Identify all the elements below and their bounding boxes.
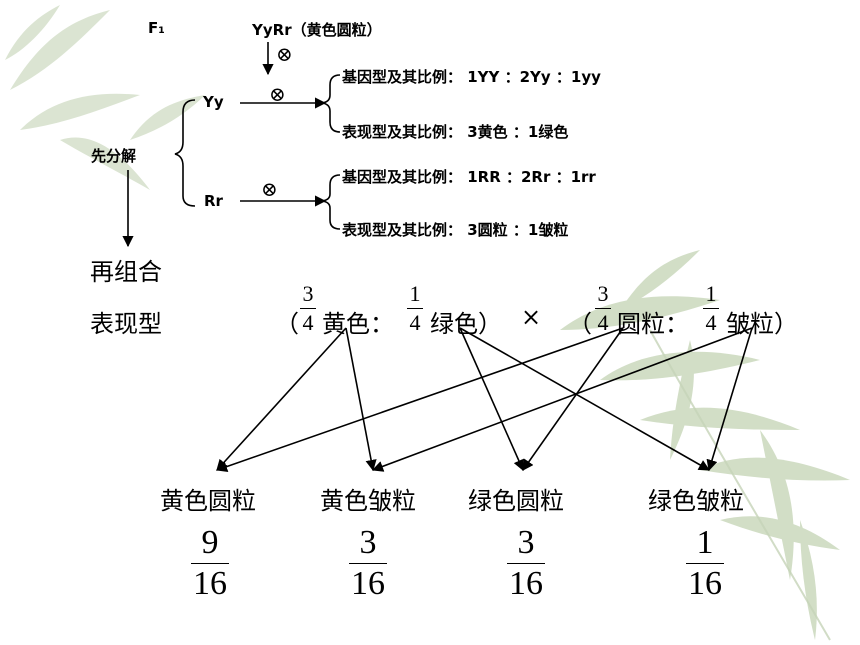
- times-sign: ×: [521, 303, 542, 331]
- yy-phenotype-ratio: 表现型及其比例： 3黄色 ：1绿色: [342, 123, 569, 141]
- result-fraction-yellow-round: 9 16: [191, 526, 229, 601]
- fraction-bar: [507, 563, 545, 564]
- rr-phenotype-ratio: 表现型及其比例： 3圆粒 ：1皱粒: [342, 221, 569, 239]
- fraction-denominator: 16: [193, 565, 227, 602]
- result-label-yellow-round: 黄色圆粒: [160, 487, 256, 515]
- fraction-denominator: 16: [351, 565, 385, 602]
- selfing-icon: ⊗: [269, 82, 286, 106]
- fraction-numerator: 9: [201, 524, 219, 561]
- green-text: 绿色）: [430, 310, 502, 338]
- fraction-denominator: 16: [509, 565, 543, 602]
- f1-genotype: YyRr（黄色圆粒）: [252, 21, 382, 39]
- fraction-numerator: 1: [705, 281, 717, 306]
- yellow-text: 黄色：: [322, 310, 394, 338]
- fraction-bar: [191, 563, 229, 564]
- rr-genotype-ratio: 基因型及其比例： 1RR ：2Rr ：1rr: [342, 168, 596, 186]
- f1-label: F₁: [148, 19, 165, 37]
- fraction-bar: [407, 308, 423, 309]
- fraction-denominator: 4: [597, 310, 609, 335]
- fraction-denominator: 4: [409, 310, 421, 335]
- fraction-numerator: 3: [359, 524, 377, 561]
- wrinkled-text: 皱粒）: [726, 310, 798, 338]
- fraction-denominator: 16: [688, 565, 722, 602]
- fraction-yellow: 3 4: [300, 283, 316, 334]
- fraction-bar: [703, 308, 719, 309]
- fraction-numerator: 3: [517, 524, 535, 561]
- fraction-numerator: 3: [302, 281, 314, 306]
- yy-label: Yy: [203, 93, 224, 111]
- yy-genotype-ratio: 基因型及其比例： 1YY ：2Yy ：1yy: [342, 68, 601, 86]
- fraction-round: 3 4: [595, 283, 611, 334]
- result-fraction-green-wrinkled: 1 16: [686, 526, 724, 601]
- fraction-bar: [300, 308, 316, 309]
- fraction-bar: [349, 563, 387, 564]
- phenotype-label: 表现型: [90, 310, 162, 338]
- result-label-green-round: 绿色圆粒: [468, 487, 564, 515]
- selfing-icon: ⊗: [261, 177, 278, 201]
- fraction-numerator: 1: [696, 524, 714, 561]
- fraction-denominator: 4: [705, 310, 717, 335]
- selfing-icon: ⊗: [276, 42, 293, 66]
- fraction-numerator: 3: [597, 281, 609, 306]
- fraction-numerator: 1: [409, 281, 421, 306]
- fraction-denominator: 4: [302, 310, 314, 335]
- round-text: 圆粒：: [617, 310, 689, 338]
- recombine-label: 再组合: [90, 258, 162, 286]
- decompose-label: 先分解: [91, 147, 137, 165]
- result-label-green-wrinkled: 绿色皱粒: [648, 487, 744, 515]
- fraction-green: 1 4: [407, 283, 423, 334]
- rr-label: Rr: [204, 192, 223, 210]
- fraction-bar: [595, 308, 611, 309]
- result-fraction-green-round: 3 16: [507, 526, 545, 601]
- result-label-yellow-wrinkled: 黄色皱粒: [320, 487, 416, 515]
- open-paren: （: [568, 310, 592, 338]
- open-paren: （: [275, 310, 299, 338]
- fraction-bar: [686, 563, 724, 564]
- result-fraction-yellow-wrinkled: 3 16: [349, 526, 387, 601]
- fraction-wrinkled: 1 4: [703, 283, 719, 334]
